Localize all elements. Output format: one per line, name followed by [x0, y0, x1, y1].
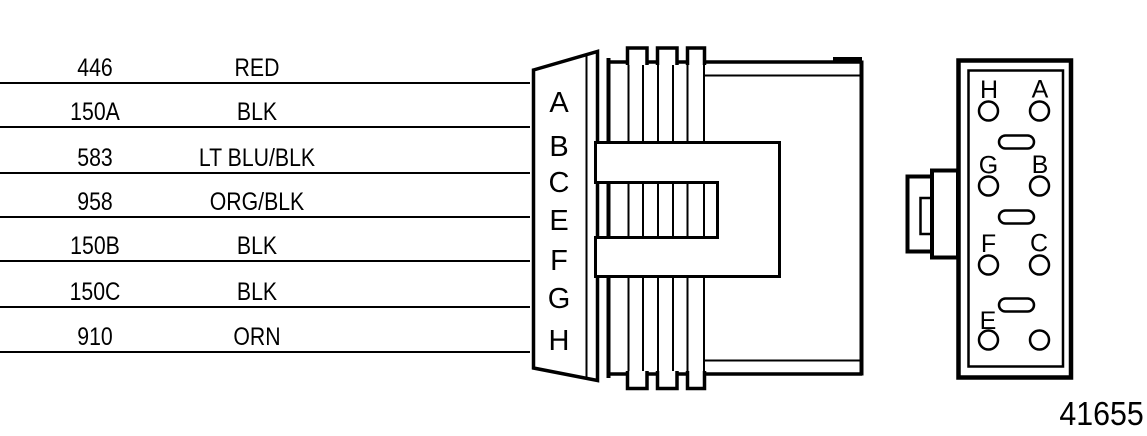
- index-slot: [997, 209, 1036, 225]
- wire-color-code: BLK: [236, 98, 278, 126]
- face-pin-label-f: F: [981, 230, 996, 258]
- side-connector-face: [531, 49, 600, 383]
- wire-circuit-number: 150C: [69, 278, 121, 306]
- wire-circuit-number: 910: [77, 323, 113, 351]
- wire-color-code: BLK: [236, 232, 278, 260]
- side-pin-label-g: G: [548, 283, 571, 315]
- wire-line: [0, 172, 530, 174]
- face-pin-label-c: C: [1030, 230, 1048, 258]
- harness-connector-side-view: A B C E F G H: [531, 46, 864, 391]
- wire-circuit-number: 150B: [70, 232, 120, 260]
- pin-socket: [977, 175, 1000, 197]
- side-pin-label-a: A: [549, 87, 569, 119]
- pin-socket: [977, 329, 1000, 351]
- wire-line: [0, 306, 530, 308]
- wire-row: 583 LT BLU/BLK: [0, 142, 530, 174]
- face-pin-label-b: B: [1032, 151, 1049, 179]
- wire-row: 446 RED: [0, 52, 530, 84]
- connector-face-view: H A G B F C E: [905, 58, 1074, 380]
- wire-color-code: RED: [234, 54, 280, 82]
- wire-row: 150B BLK: [0, 230, 530, 262]
- index-slot: [997, 134, 1036, 150]
- wire-line: [0, 216, 530, 218]
- side-pin-label-h: H: [549, 325, 570, 357]
- keyway-base: [930, 168, 960, 260]
- wire-color-code: ORN: [233, 323, 281, 351]
- wire-line: [0, 351, 530, 353]
- wire-color-code: BLK: [236, 278, 278, 306]
- mounting-tabs-bottom: [625, 371, 707, 391]
- pin-socket: [1028, 254, 1051, 276]
- mounting-tabs-top: [625, 46, 707, 65]
- wire-line: [0, 82, 530, 84]
- wire-circuit-number: 150A: [70, 98, 120, 126]
- side-pin-label-e: E: [549, 205, 568, 237]
- face-pin-label-h: H: [980, 76, 998, 104]
- side-pin-label-c: C: [549, 167, 570, 199]
- wire-circuit-number: 446: [77, 54, 113, 82]
- pin-socket: [1028, 175, 1051, 197]
- connector-rear-body: [705, 57, 864, 376]
- figure-number: 41655: [1059, 395, 1144, 432]
- side-pin-label-b: B: [549, 131, 568, 163]
- face-pin-label-g: G: [979, 152, 998, 180]
- face-pin-label-a: A: [1032, 76, 1049, 104]
- wire-color-code: ORG/BLK: [209, 188, 305, 216]
- wire-line: [0, 126, 530, 128]
- wire-circuit-number: 958: [77, 188, 113, 216]
- side-pin-label-f: F: [550, 245, 568, 277]
- wire-color-code: LT BLU/BLK: [198, 144, 316, 172]
- lock-retainer-clamp: [594, 141, 781, 278]
- index-slot: [997, 297, 1036, 313]
- wire-line: [0, 260, 530, 262]
- wire-circuit-number: 583: [77, 144, 113, 172]
- wire-row: 958 ORG/BLK: [0, 186, 530, 218]
- connector-body-edges: [606, 60, 862, 376]
- pin-socket: [1028, 100, 1051, 122]
- wire-row: 150A BLK: [0, 96, 530, 128]
- face-pin-label-e: E: [980, 307, 997, 335]
- pin-socket: [977, 100, 1000, 122]
- wire-row: 910 ORN: [0, 321, 530, 353]
- connector-ribs: [627, 61, 705, 375]
- pin-cavities: [977, 100, 1051, 351]
- wire-row: 150C BLK: [0, 276, 530, 308]
- pin-socket: [1028, 329, 1051, 351]
- pin-socket: [977, 254, 1000, 276]
